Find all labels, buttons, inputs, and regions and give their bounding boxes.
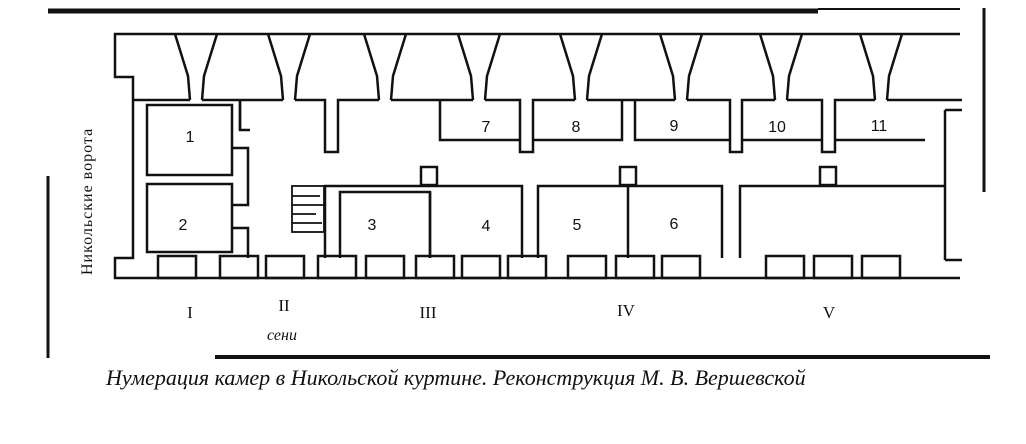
window-opening <box>660 254 702 280</box>
frame-lines <box>46 8 990 359</box>
section-label-5: V <box>823 303 836 322</box>
room-label-7: 7 <box>482 119 491 136</box>
window-opening <box>506 254 548 280</box>
window-opening <box>414 254 456 280</box>
bottom-embrasures <box>156 254 902 280</box>
window-opening <box>218 254 260 280</box>
window-opening <box>264 254 306 280</box>
room-label-11: 11 <box>871 118 888 135</box>
figure-caption: Нумерация камер в Никольской куртине. Ре… <box>48 364 986 392</box>
embrasures <box>133 33 962 154</box>
section-label-4: IV <box>617 301 636 320</box>
caption-text: Нумерация камер в Никольской куртине. Ре… <box>106 365 806 390</box>
window-opening <box>364 254 406 280</box>
room-label-10: 10 <box>768 119 786 136</box>
window-opening <box>860 254 902 280</box>
window-opening <box>316 254 358 280</box>
gate-label: Никольские ворота <box>79 128 96 275</box>
window-opening <box>566 254 608 280</box>
window-opening <box>764 254 806 280</box>
section-labels: I II III IV V сени <box>187 296 836 344</box>
section-label-1: I <box>187 303 193 322</box>
room-label-9: 9 <box>670 118 679 135</box>
plan-walls <box>113 32 962 280</box>
stairs <box>291 185 325 233</box>
window-opening <box>614 254 656 280</box>
section-label-2: II <box>278 296 290 315</box>
room-label-5: 5 <box>573 217 582 234</box>
room-label-4: 4 <box>482 218 491 235</box>
window-opening <box>460 254 502 280</box>
room-label-6: 6 <box>670 216 679 233</box>
room-label-1: 1 <box>186 129 195 146</box>
window-opening <box>812 254 854 280</box>
vestibule-label: сени <box>267 327 297 344</box>
window-opening <box>156 254 198 280</box>
room-labels: 1 2 3 4 5 6 7 8 9 10 11 <box>179 118 888 235</box>
room-label-3: 3 <box>368 217 377 234</box>
room-label-8: 8 <box>572 119 581 136</box>
section-label-3: III <box>420 303 437 322</box>
room-label-2: 2 <box>179 217 188 234</box>
